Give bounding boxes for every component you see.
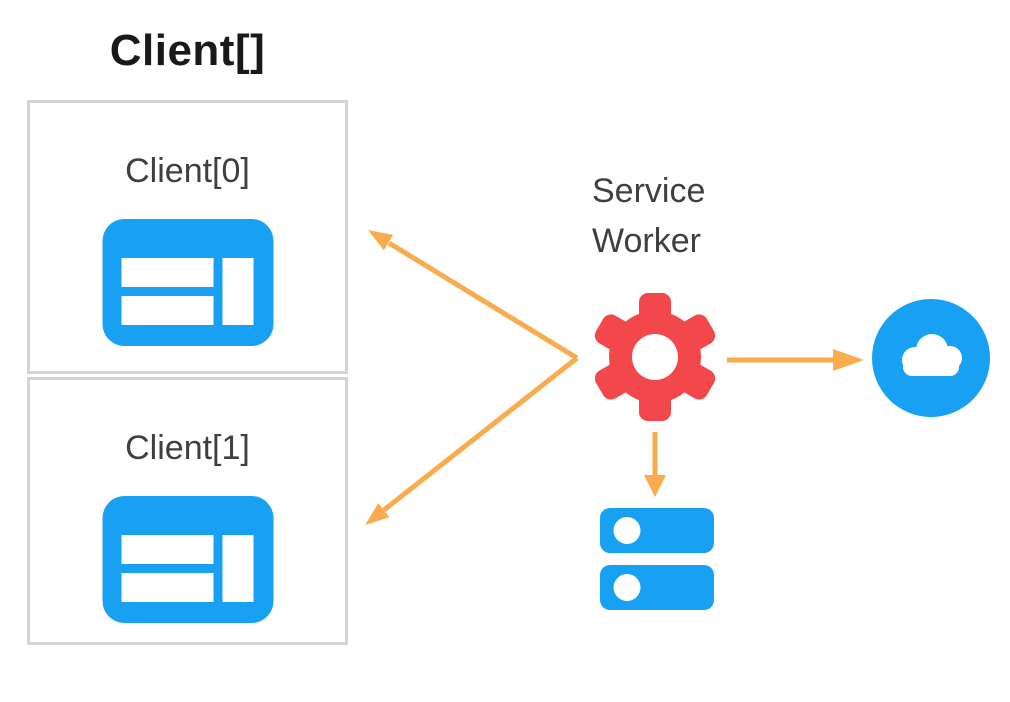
arrowhead-to-network	[833, 349, 864, 371]
client1-label: Client[1]	[125, 429, 250, 467]
client0-label: Client[0]	[125, 152, 250, 190]
arrow-sw-to-client1	[382, 356, 579, 512]
storage-server-icon	[600, 508, 714, 610]
cloud-icon	[872, 299, 990, 417]
client1-box: Client[1]	[27, 377, 348, 645]
browser-window-icon	[102, 219, 273, 346]
arrowhead-to-storage	[644, 475, 666, 497]
gear-icon	[594, 293, 716, 421]
arrowhead-to-client1	[365, 503, 390, 525]
service-worker-label: Service Worker	[592, 172, 706, 260]
arrowhead-to-client0	[368, 230, 394, 251]
arrow-sw-to-client0	[387, 240, 579, 361]
client0-box: Client[0]	[27, 100, 348, 374]
diagram-title: Client[]	[109, 26, 266, 75]
browser-window-icon	[102, 496, 273, 623]
